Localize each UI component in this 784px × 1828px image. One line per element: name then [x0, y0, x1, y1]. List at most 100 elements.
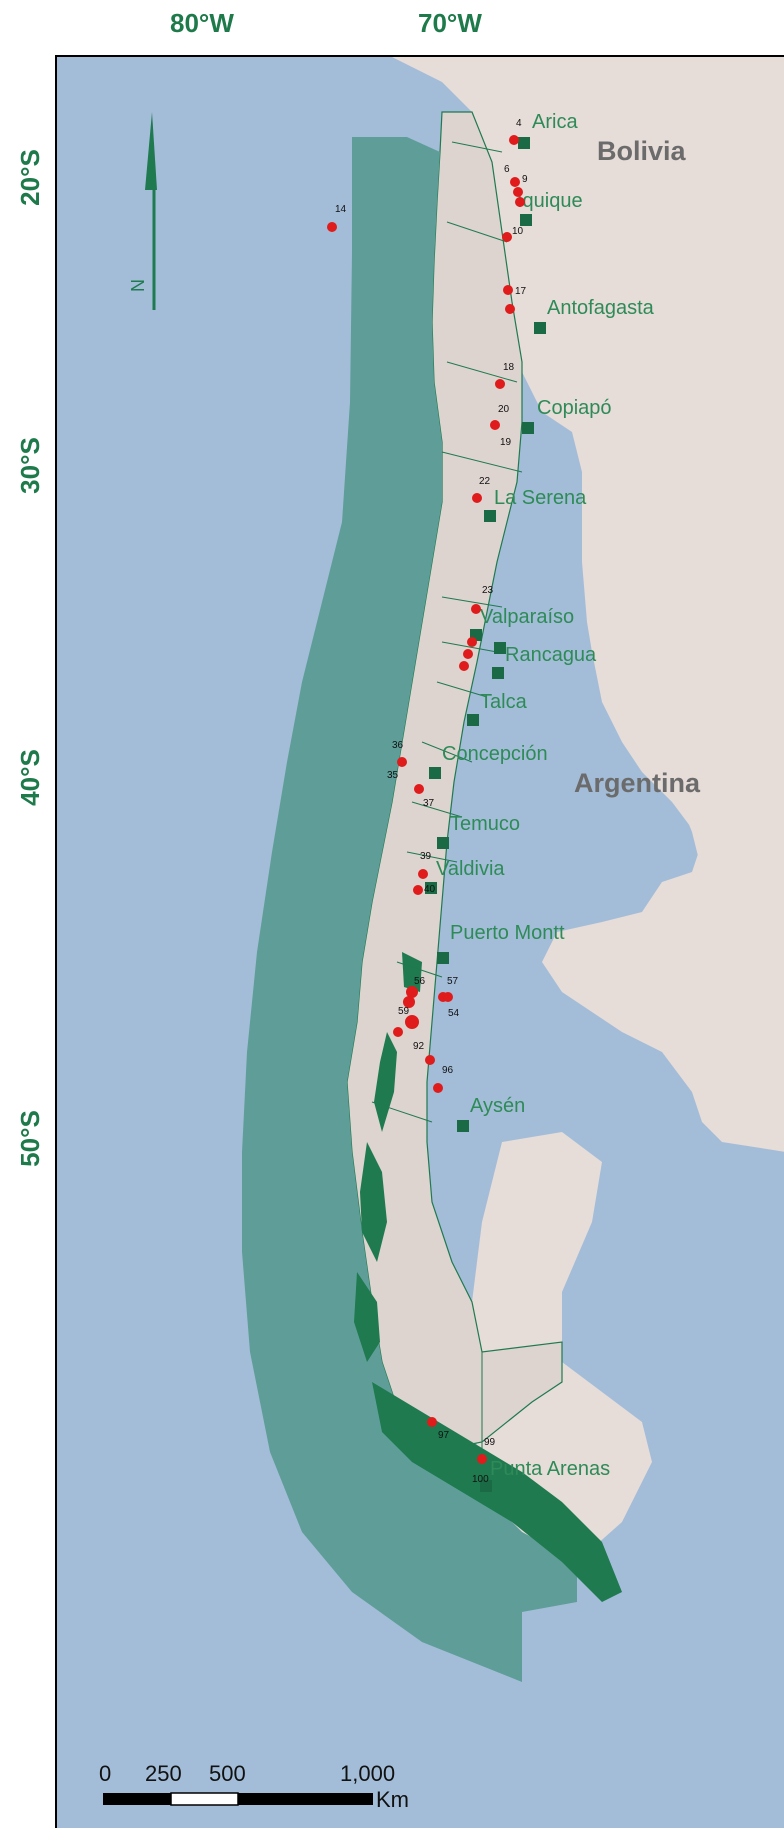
- city-label-rancagua: Rancagua: [505, 644, 597, 666]
- point-group-valparaiso[interactable]: [467, 637, 477, 647]
- regional-capitals: [425, 137, 546, 1492]
- point-97[interactable]: [427, 1417, 437, 1427]
- capital-marker-rancagua[interactable]: [492, 667, 504, 679]
- scale-bar: 0 250 500 1,000 Km: [99, 1761, 409, 1812]
- point-group-valparaiso-c[interactable]: [459, 661, 469, 671]
- point-label: 56: [414, 976, 426, 987]
- point-56b[interactable]: [403, 996, 415, 1008]
- point-10[interactable]: [502, 232, 512, 242]
- point-9b[interactable]: [515, 197, 525, 207]
- capital-marker-concepcion[interactable]: [429, 767, 441, 779]
- north-arrow-label: N: [128, 279, 148, 292]
- point-label: 18: [503, 362, 515, 373]
- capital-marker-antofagasta[interactable]: [534, 322, 546, 334]
- point-label: 40: [424, 884, 436, 895]
- point-label: 14: [335, 204, 347, 215]
- capital-marker-copiapo[interactable]: [522, 422, 534, 434]
- capital-marker-puerto-montt[interactable]: [437, 952, 449, 964]
- country-label-argentina: Argentina: [574, 768, 701, 798]
- point-22[interactable]: [472, 493, 482, 503]
- point-label: 20: [498, 404, 510, 415]
- point-label: 59: [398, 1006, 410, 1017]
- region-borders: [371, 141, 523, 1502]
- point-59b[interactable]: [393, 1027, 403, 1037]
- city-label-concepcion: Concepción: [442, 743, 548, 765]
- point-54[interactable]: [443, 992, 453, 1002]
- point-4[interactable]: [509, 135, 519, 145]
- point-36[interactable]: [397, 757, 407, 767]
- point-label: 22: [479, 476, 491, 487]
- point-17[interactable]: [503, 285, 513, 295]
- point-label: 37: [423, 798, 435, 809]
- point-59[interactable]: [405, 1015, 419, 1029]
- lon-label-70w: 70°W: [418, 8, 482, 38]
- capital-marker-santiago[interactable]: [494, 642, 506, 654]
- point-label: 96: [442, 1065, 454, 1076]
- point-96[interactable]: [433, 1083, 443, 1093]
- point-40[interactable]: [413, 885, 423, 895]
- point-92[interactable]: [425, 1055, 435, 1065]
- point-label: 19: [500, 437, 512, 448]
- north-arrow: N: [128, 112, 157, 310]
- sampling-points: [327, 135, 525, 1464]
- city-label-valparaiso: Valparaíso: [480, 606, 574, 628]
- city-label-aysen: Aysén: [470, 1095, 525, 1117]
- point-99[interactable]: [477, 1454, 487, 1464]
- point-label: 99: [484, 1437, 496, 1448]
- capital-marker-valdivia[interactable]: [425, 882, 437, 894]
- point-23[interactable]: [471, 604, 481, 614]
- city-label-la-serena: La Serena: [494, 487, 587, 509]
- point-6[interactable]: [510, 177, 520, 187]
- point-56[interactable]: [406, 986, 418, 998]
- point-39[interactable]: [418, 869, 428, 879]
- scale-tick-500: 500: [209, 1761, 246, 1786]
- point-label: 6: [504, 164, 510, 175]
- point-label: 97: [438, 1430, 450, 1441]
- capital-marker-aysen[interactable]: [457, 1120, 469, 1132]
- scale-unit: Km: [376, 1787, 409, 1812]
- map-canvas[interactable]: Bolivia Argentina Arica Iquique Antofaga…: [57, 57, 784, 1828]
- capital-marker-punta-arenas[interactable]: [480, 1480, 492, 1492]
- city-label-copiapo: Copiapó: [537, 397, 612, 419]
- point-group-valparaiso-b[interactable]: [463, 649, 473, 659]
- city-label-iquique: Iquique: [517, 190, 583, 212]
- capital-marker-temuco[interactable]: [437, 837, 449, 849]
- point-label: 10: [512, 226, 524, 237]
- city-label-puerto-montt: Puerto Montt: [450, 922, 565, 944]
- lat-label-30s: 30°S: [14, 437, 45, 494]
- city-label-arica: Arica: [532, 111, 578, 133]
- point-label: 54: [448, 1008, 460, 1019]
- city-label-punta-arenas: Punta Arenas: [490, 1458, 610, 1480]
- land-south-america: [392, 57, 784, 1152]
- lon-label-80w: 80°W: [170, 8, 234, 38]
- point-14[interactable]: [327, 222, 337, 232]
- point-17b[interactable]: [505, 304, 515, 314]
- point-9[interactable]: [513, 187, 523, 197]
- capital-marker-talca[interactable]: [467, 714, 479, 726]
- scale-tick-1000: 1,000: [340, 1761, 395, 1786]
- southern-fjords: [354, 952, 622, 1602]
- point-label: 4: [516, 118, 522, 129]
- point-20[interactable]: [490, 420, 500, 430]
- scale-tick-250: 250: [145, 1761, 182, 1786]
- city-label-antofagasta: Antofagasta: [547, 297, 655, 319]
- capital-marker-iquique[interactable]: [520, 214, 532, 226]
- eez-zone: [242, 137, 577, 1682]
- point-label: 36: [392, 740, 404, 751]
- point-18[interactable]: [495, 379, 505, 389]
- capital-marker-la-serena[interactable]: [484, 510, 496, 522]
- lat-label-50s: 50°S: [14, 1110, 45, 1167]
- point-label: 57: [447, 976, 459, 987]
- point-label: 39: [420, 851, 432, 862]
- point-label: 17: [515, 286, 527, 297]
- lat-label-20s: 20°S: [14, 149, 45, 206]
- point-label: 9: [522, 174, 528, 185]
- point-label: 35: [387, 770, 399, 781]
- lat-label-40s: 40°S: [14, 749, 45, 806]
- point-35[interactable]: [414, 784, 424, 794]
- sampling-point-labels: 4 6 9 10 14 17 18 19 20 22 23 35 36 37 3…: [335, 118, 528, 1485]
- north-arrow-icon: [145, 112, 157, 190]
- city-label-temuco: Temuco: [450, 813, 520, 835]
- city-label-talca: Talca: [480, 691, 528, 713]
- capital-marker-arica[interactable]: [518, 137, 530, 149]
